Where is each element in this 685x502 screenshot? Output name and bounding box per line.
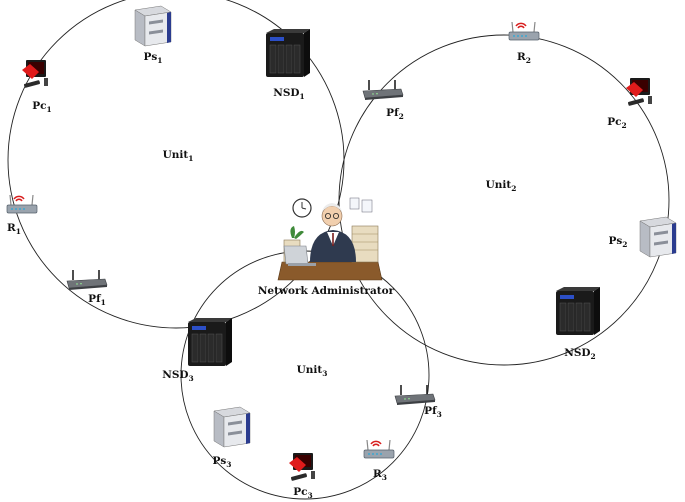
printer-icon	[134, 5, 172, 47]
printer-icon	[639, 216, 677, 258]
pc-icon	[626, 78, 652, 107]
pc-icon	[289, 453, 315, 482]
nas-storage-icon	[555, 286, 601, 336]
unit1-nsd-label: NSD1	[273, 87, 305, 101]
unit2-pf-label: Pf2	[386, 107, 404, 121]
unit2-ps-label: Ps2	[608, 235, 627, 249]
nas-storage-icon	[265, 28, 311, 78]
nas-storage-icon	[187, 317, 233, 367]
unit1-ps-label: Ps1	[143, 51, 162, 65]
access-point-icon	[362, 79, 404, 101]
unit3-r-label: R3	[373, 468, 387, 482]
unit1-r-label: R1	[7, 222, 21, 236]
pc-icon	[22, 60, 48, 89]
unit2-name: Unit2	[486, 179, 517, 193]
printer-icon	[213, 406, 251, 448]
administrator-label: Network Administrator	[258, 285, 395, 297]
unit2-ring	[338, 34, 670, 366]
unit3-name: Unit3	[297, 364, 328, 378]
wifi-router-icon	[6, 194, 38, 214]
wifi-router-icon	[508, 21, 540, 41]
wifi-router-icon	[363, 439, 395, 459]
access-point-icon	[394, 384, 436, 406]
unit3-pf-label: Pf3	[424, 405, 442, 419]
unit1-pf-label: Pf1	[88, 293, 106, 307]
unit3-pc-label: Pc3	[293, 486, 313, 500]
unit1-pc-label: Pc1	[32, 100, 52, 114]
access-point-icon	[66, 269, 108, 291]
unit1-name: Unit1	[163, 149, 194, 163]
unit3-nsd-label: NSD3	[162, 369, 194, 383]
unit2-r-label: R2	[517, 51, 531, 65]
unit2-pc-label: Pc2	[607, 116, 627, 130]
administrator-illustration	[277, 197, 383, 281]
unit2-nsd-label: NSD2	[564, 347, 596, 361]
unit3-ps-label: Ps3	[212, 455, 231, 469]
